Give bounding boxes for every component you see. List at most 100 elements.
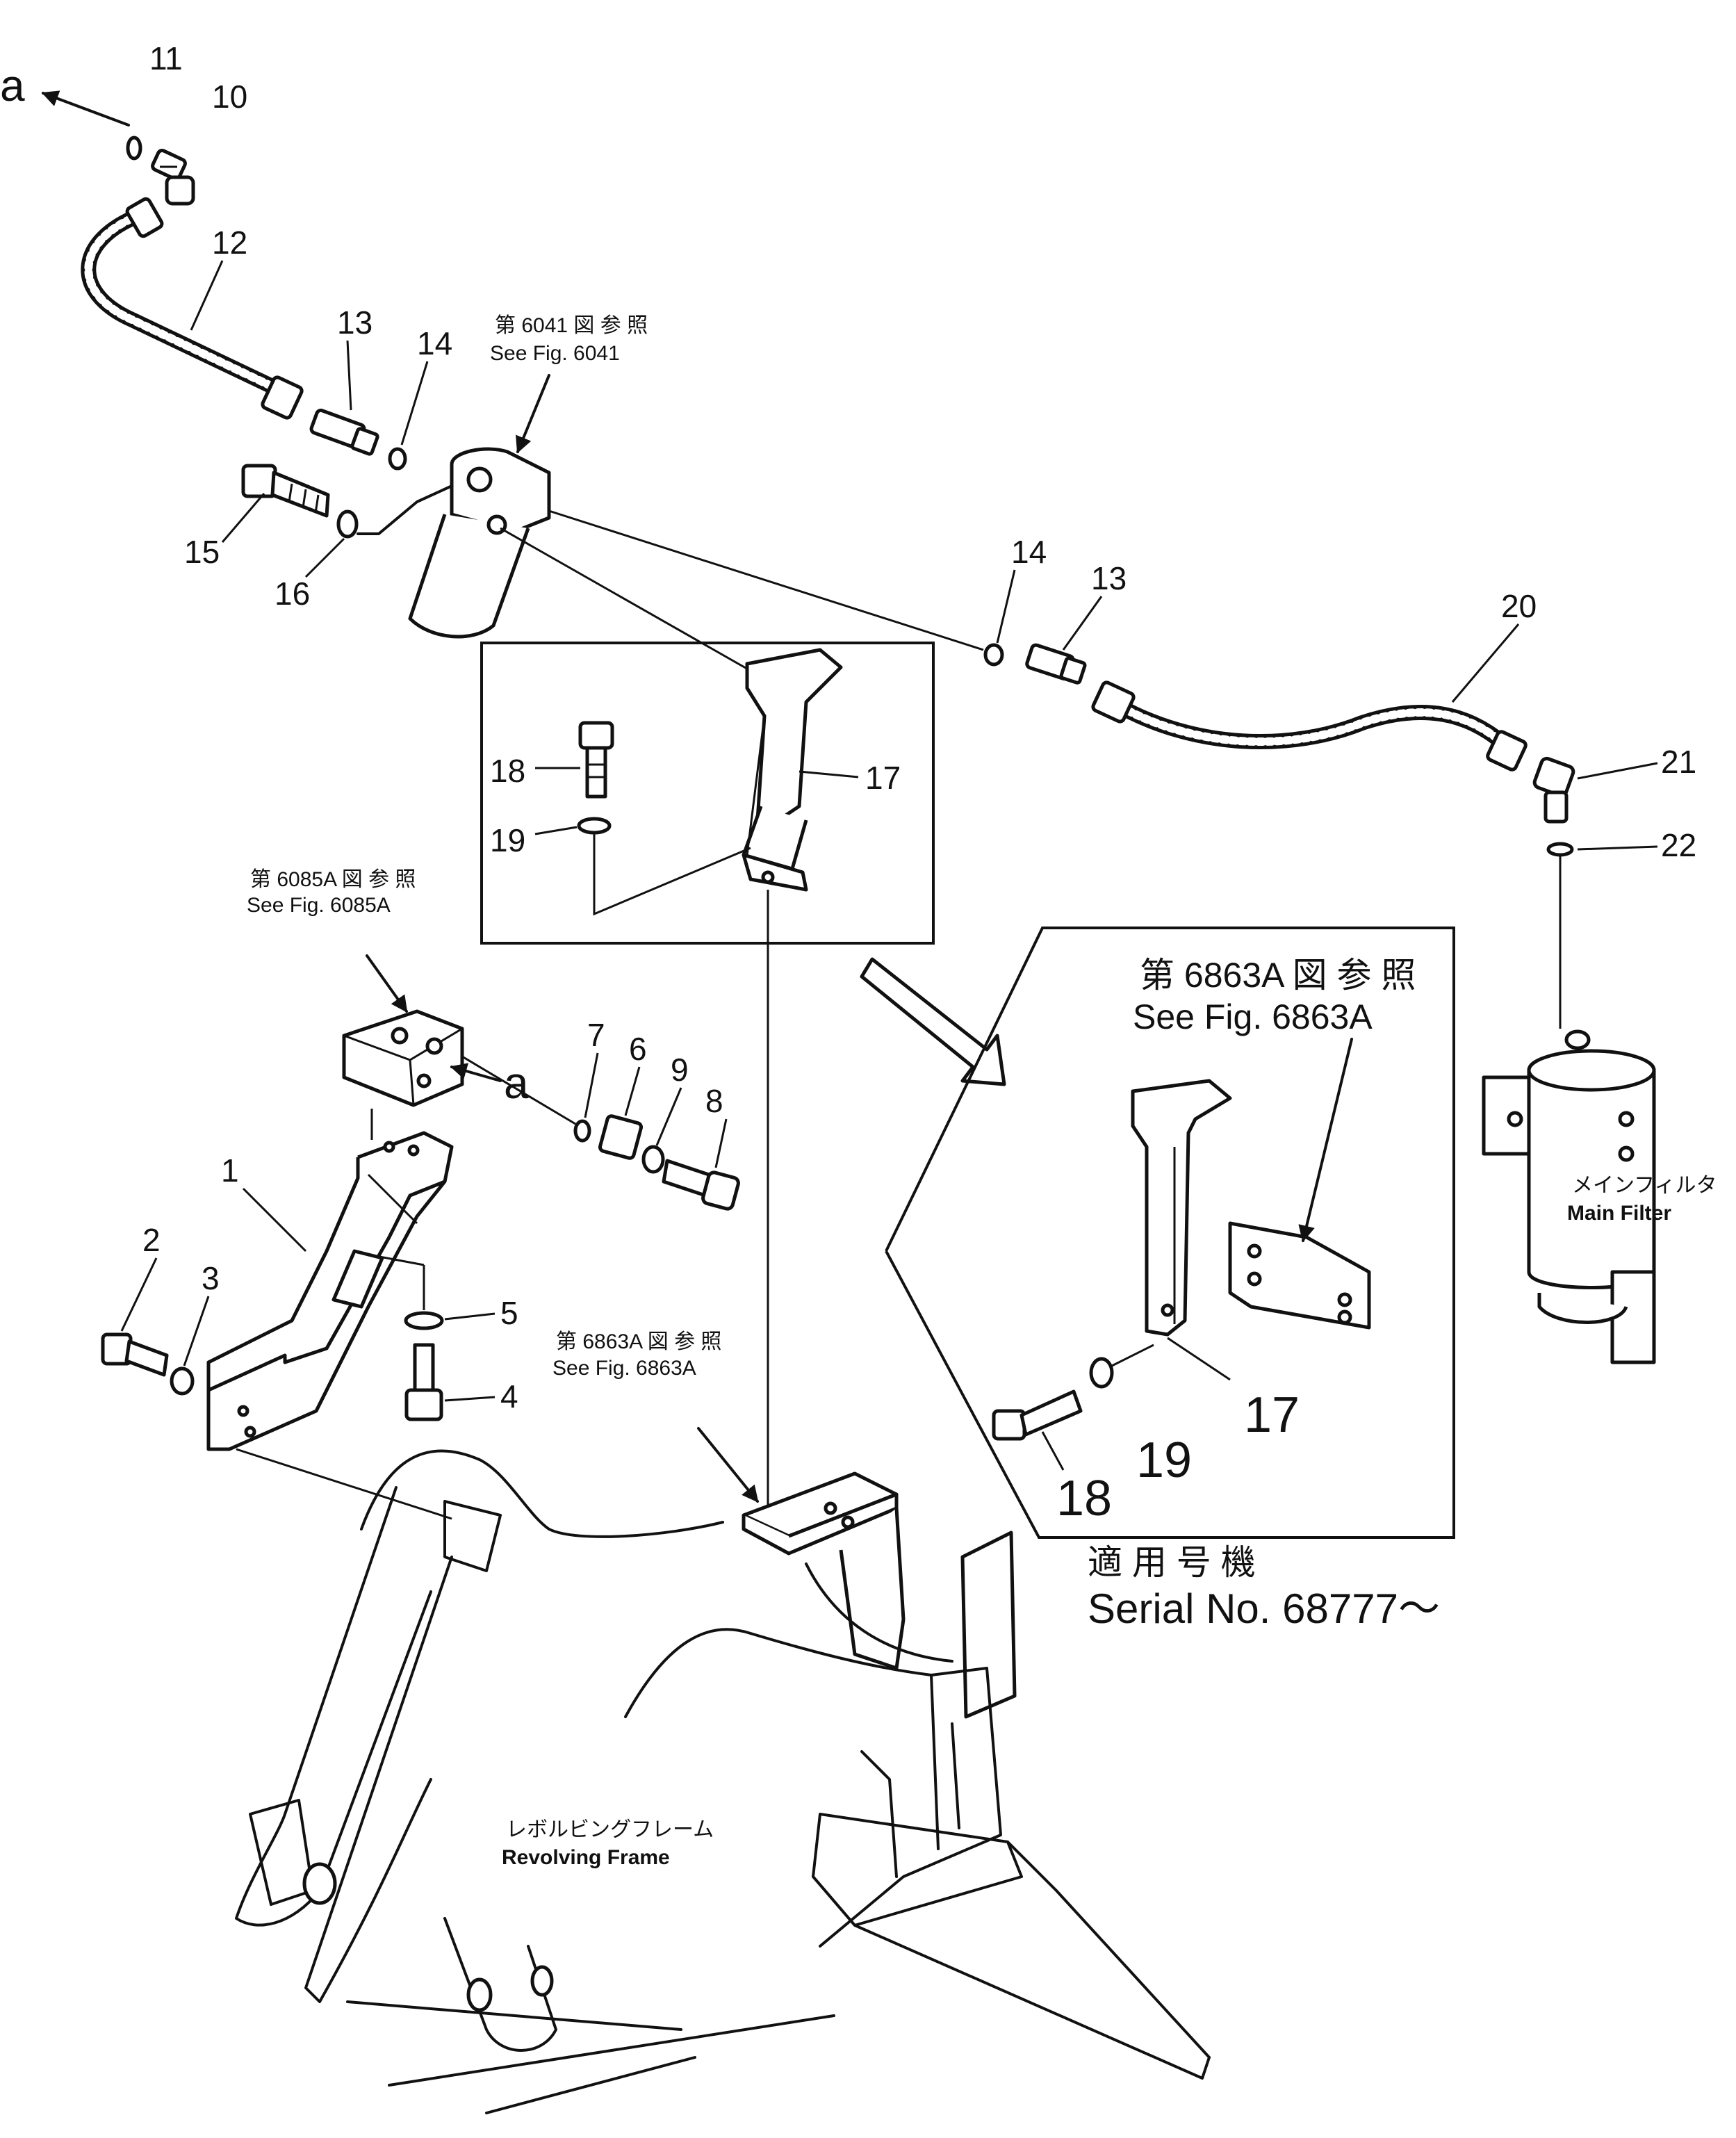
ref-6863a-jp: 第 6863A 図 参 照 (556, 1330, 721, 1353)
callout-a-mid: a (504, 1058, 529, 1108)
main-filter-jp: メインフィルタ (1572, 1174, 1717, 1197)
washer-5 (404, 1311, 444, 1330)
filter-head-6041 (408, 447, 551, 639)
ref-6863a-en: See Fig. 6863A (552, 1357, 696, 1380)
leader-19-upper (593, 834, 751, 916)
frame-left-arm (235, 1486, 432, 1927)
label-18-upper: 18 (490, 753, 525, 789)
bolt-18-lower (992, 1389, 1083, 1441)
o-ring-7 (573, 1119, 591, 1143)
component-notes: メインフィルタ Main Filter レボルビングフレーム Revolving… (502, 1174, 1717, 1869)
label-8: 8 (705, 1083, 723, 1119)
label-11: 11 (149, 40, 183, 76)
leader-12 (190, 260, 224, 331)
arrow-ref-6863a-small (697, 1427, 759, 1503)
frame-base-3 (485, 2056, 696, 2114)
frame-base-1 (346, 2000, 682, 2031)
main-filter (1482, 1029, 1656, 1364)
serial-en: Serial No. 68777～ (1088, 1585, 1440, 1632)
label-2: 2 (142, 1222, 161, 1258)
arrow-ref-6085a (366, 954, 408, 1013)
ref-6085a-jp: 第 6085A 図 参 照 (250, 868, 416, 891)
label-16: 16 (275, 576, 310, 612)
frame-left-arm-2 (304, 1556, 453, 2003)
ref-6863a-big-en: See Fig. 6863A (1133, 997, 1373, 1036)
mount-bracket-6863a (742, 1471, 906, 1670)
o-ring-11 (126, 136, 142, 161)
frame-wall (860, 1750, 898, 1878)
ref-6085a-en: See Fig. 6085A (247, 894, 391, 917)
arrow-to-a-mid (450, 1063, 502, 1082)
leader-21 (1577, 762, 1658, 780)
ref-6041-jp: 第 6041 図 参 照 (495, 314, 648, 337)
detail-arrow (860, 957, 1006, 1086)
label-17-lower: 17 (1244, 1387, 1300, 1443)
leader-1-to-5 (368, 1253, 425, 1266)
label-15: 15 (184, 534, 220, 570)
label-17-upper: 17 (865, 760, 901, 796)
label-3: 3 (202, 1260, 220, 1296)
o-ring-22 (1546, 842, 1574, 857)
label-19-upper: 19 (490, 822, 525, 858)
label-9: 9 (671, 1052, 689, 1088)
frame-beam-top (812, 1813, 1023, 1927)
frame-edge (930, 1674, 940, 1850)
ref-6041-en: See Fig. 6041 (490, 342, 620, 365)
leader-3 (183, 1296, 210, 1366)
revolving-frame-en: Revolving Frame (502, 1846, 670, 1869)
label-13-right: 13 (1091, 560, 1127, 596)
leader-2 (120, 1257, 158, 1332)
frame-base-2 (388, 2014, 835, 2087)
label-14-right: 14 (1011, 534, 1047, 570)
detail-box-bracket-17 (480, 642, 935, 1519)
leader-block-to-7 (461, 1055, 576, 1125)
callout-a-top: a (0, 60, 25, 111)
bolt-4 (404, 1343, 443, 1421)
adapter-fitting-13-right (1025, 643, 1087, 685)
leader-6 (624, 1066, 641, 1116)
leader-head-to-14 (548, 509, 984, 651)
revolving-frame (235, 1427, 1211, 2114)
label-1: 1 (221, 1152, 239, 1189)
inset-outline (885, 927, 1455, 1539)
leader-18-lower (1041, 1431, 1065, 1471)
leader-14-right (996, 569, 1016, 644)
frame-mid-curve (624, 1628, 1002, 1948)
leader-head-to-17 (500, 527, 751, 672)
leader-15 (221, 493, 265, 543)
leader-13-left (346, 340, 352, 411)
frame-hole-1 (302, 1862, 337, 1905)
frame-hole-3 (530, 1965, 554, 1997)
leader-19-lower (1111, 1344, 1154, 1367)
revolving-frame-jp: レボルビングフレーム (506, 1818, 714, 1841)
frame-beam-edge (1006, 1841, 1211, 2059)
bolt-18-upper (578, 721, 614, 799)
leader-4 (444, 1396, 496, 1402)
label-7: 7 (587, 1017, 605, 1053)
washer-9 (641, 1145, 665, 1174)
valve-block-6085a (342, 1009, 464, 1107)
washer-19-upper (577, 817, 612, 835)
frame-upright-edge (951, 1722, 960, 1829)
leader-1 (242, 1187, 307, 1252)
label-6: 6 (629, 1031, 647, 1067)
leader-8 (714, 1118, 728, 1168)
o-ring-14-right (983, 643, 1004, 667)
label-18-lower: 18 (1056, 1471, 1112, 1526)
o-ring-14-left (388, 447, 407, 471)
frame-hose-line (805, 1562, 953, 1663)
frame-lug-right (443, 1917, 557, 2052)
leader-17-upper (799, 770, 859, 778)
label-20: 20 (1501, 588, 1537, 624)
label-13-left: 13 (337, 304, 372, 341)
arrow-ref-6863a-big (1298, 1038, 1353, 1243)
leader-9 (655, 1087, 682, 1146)
label-21: 21 (1661, 744, 1696, 780)
bracket-17-lower (1131, 1079, 1371, 1337)
plate-6 (598, 1114, 644, 1160)
serial-note: 適 用 号 機 Serial No. 68777～ (1088, 1543, 1440, 1632)
detail-box (480, 642, 935, 945)
label-10: 10 (212, 79, 247, 115)
leader-16 (357, 478, 467, 535)
